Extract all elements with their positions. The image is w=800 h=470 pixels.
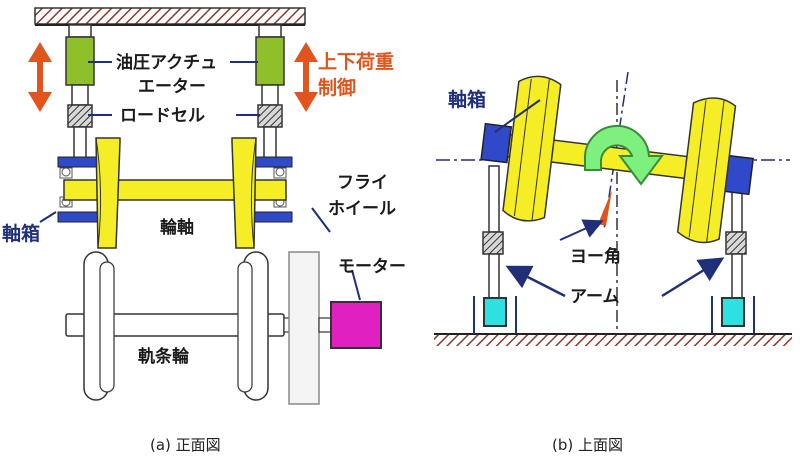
wheelset-axle bbox=[63, 179, 287, 201]
rail-wheel-assembly bbox=[65, 251, 297, 401]
actuator-label-line2: エーター bbox=[138, 77, 206, 97]
top-left-axlebox bbox=[480, 122, 513, 164]
yaw-angle-wedge bbox=[598, 190, 612, 226]
left-actuator-column bbox=[65, 24, 95, 160]
panel-b-top-view: 軸箱 ヨー角 アーム (b) 上面図 bbox=[434, 71, 792, 454]
wheelset-label: 輪軸 bbox=[160, 217, 194, 238]
top-view-wheelset bbox=[480, 75, 755, 244]
panel-a-front-view: 油圧アクチュ エーター 上下荷重 制御 ロードセル フライ ホイール 軸箱 輪軸… bbox=[2, 7, 406, 454]
right-axlebox bbox=[247, 156, 293, 223]
left-axlebox bbox=[57, 156, 103, 223]
top-right-wheel bbox=[676, 97, 737, 244]
arm-label: アーム bbox=[570, 287, 619, 307]
axlebox-label-top: 軸箱 bbox=[448, 88, 486, 111]
yaw-angle-label: ヨー角 bbox=[570, 246, 621, 267]
left-wheel bbox=[95, 137, 121, 249]
right-arm-sensor bbox=[725, 231, 747, 255]
floor-hatch bbox=[434, 334, 792, 346]
flywheel bbox=[288, 251, 320, 405]
wheelset bbox=[63, 137, 287, 249]
left-vertical-load-arrow bbox=[28, 42, 52, 112]
motor-label: モーター bbox=[338, 257, 406, 277]
right-arm bbox=[711, 185, 755, 334]
actuator-label-line1: 油圧アクチュ bbox=[116, 52, 217, 73]
load-control-label-line1: 上下荷重 bbox=[318, 50, 394, 73]
flywheel-label-line2: ホイール bbox=[328, 199, 396, 219]
top-left-wheel bbox=[502, 75, 562, 222]
flywheel-label-line1: フライ bbox=[337, 173, 388, 193]
right-hydraulic-actuator bbox=[255, 36, 285, 86]
caption-front-view: (a) 正面図 bbox=[150, 436, 221, 454]
left-arm bbox=[473, 165, 517, 334]
axlebox-label-front: 軸箱 bbox=[2, 222, 40, 245]
right-actuator-column bbox=[255, 24, 285, 160]
rail-wheel-label: 軌条輪 bbox=[138, 346, 190, 367]
motor bbox=[330, 301, 382, 349]
load-control-label-line2: 制御 bbox=[318, 76, 356, 99]
caption-top-view: (b) 上面図 bbox=[552, 436, 623, 454]
ceiling-hatch bbox=[34, 7, 306, 25]
right-vertical-load-arrow bbox=[294, 42, 318, 112]
loadcell-label: ロードセル bbox=[120, 106, 205, 126]
right-wheel bbox=[231, 137, 257, 249]
yaw-rotation-arrow bbox=[583, 125, 664, 186]
left-arm-sensor bbox=[482, 231, 504, 255]
right-loadcell bbox=[257, 104, 283, 128]
